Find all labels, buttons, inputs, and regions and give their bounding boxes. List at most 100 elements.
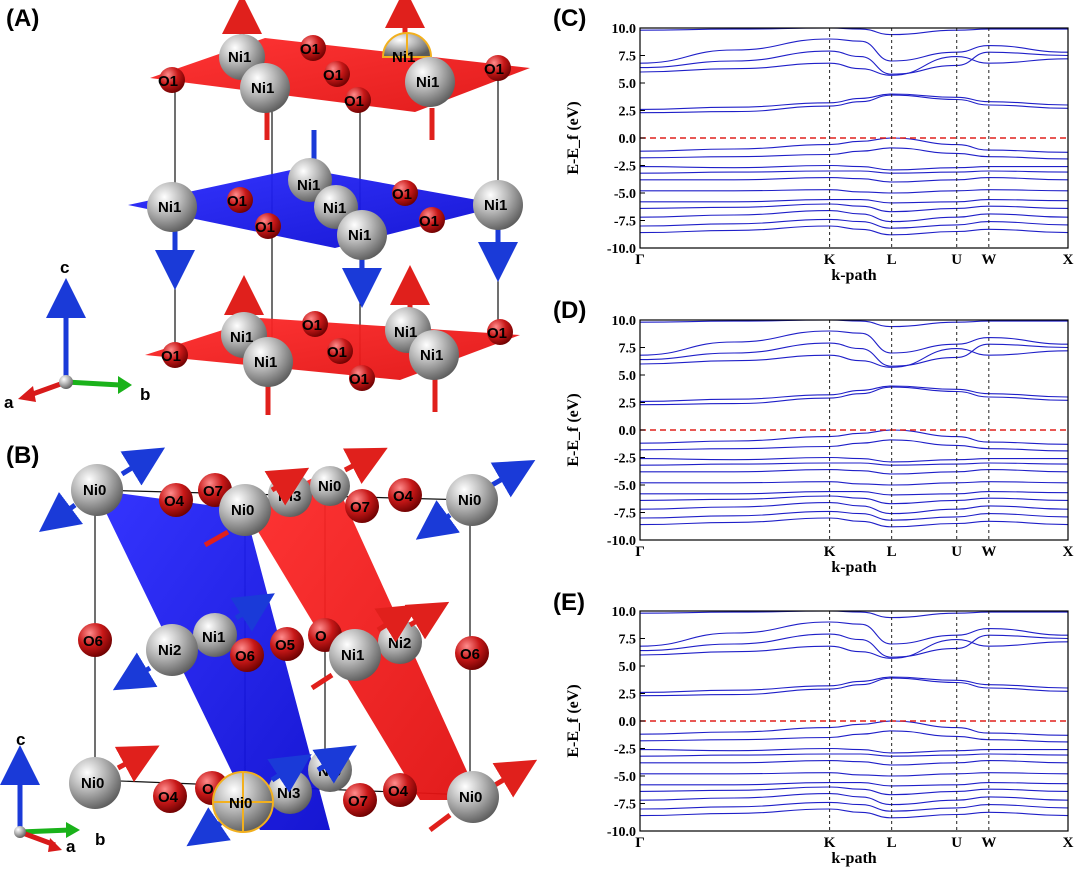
y-axis-label: E-E_f (eV) [565, 101, 582, 174]
bands [640, 320, 1068, 528]
y-axis-label: E-E_f (eV) [565, 393, 582, 466]
atom-label: O1 [484, 61, 504, 78]
kpoint-label: U [951, 252, 962, 268]
band-line [640, 199, 1068, 204]
band-line [640, 481, 1068, 486]
layer-middle: Ni1 O1 Ni1 O1 Ni1 O1 O1 Ni1 Ni1 [147, 130, 523, 308]
y-tick-label: 7.5 [619, 342, 637, 357]
atom-label: Ni1 [420, 347, 443, 364]
atom-label: Ni1 [297, 177, 320, 194]
band-line [640, 633, 1068, 658]
atom-label: Ni1 [202, 629, 225, 646]
band-line [640, 782, 1068, 787]
panel-label-a: (A) [6, 5, 39, 32]
band-line [640, 677, 1068, 697]
band-line [640, 502, 1068, 515]
y-tick-label: 2.5 [619, 105, 637, 120]
layer-top: Ni1 O1 Ni1 O1 O1 Ni1 O1 Ni1 O1 [158, 0, 511, 140]
y-tick-label: 0.0 [619, 715, 637, 730]
atom-label: O4 [164, 493, 185, 510]
atom-label: O7 [203, 483, 223, 500]
atom-label: Ni0 [318, 478, 341, 495]
atom-label: O4 [388, 783, 409, 800]
panel-label: (D) [553, 297, 586, 324]
x-axis-label: k-path [831, 267, 876, 284]
band-structure-panels: (C) Γ K L U W X 10.0 7.5 5.0 2.5 0.0 -2.5 -5.0 -7.5 -10… [553, 5, 1074, 867]
band-line [640, 786, 1068, 796]
atom-label: Ni2 [158, 642, 181, 659]
y-tick-label: -10.0 [607, 825, 636, 840]
band-line [640, 348, 1068, 368]
kpoint-label: W [981, 544, 996, 560]
atom-label: O4 [393, 488, 414, 505]
y-tick-label: 2.5 [619, 397, 637, 412]
band-line [640, 203, 1068, 213]
band-line [640, 611, 1068, 619]
atom-label: Ni0 [83, 482, 106, 499]
axis-b-label: b [140, 385, 150, 404]
band-line [640, 218, 1068, 229]
kpoint-label: W [981, 252, 996, 268]
atom-label: Ni1 [254, 354, 277, 371]
band-line [640, 342, 1068, 367]
atom-label: Ni1 [416, 74, 439, 91]
atom-label: O1 [227, 193, 247, 210]
axis-triad-a: c b a [4, 258, 150, 412]
axis-a-label: a [4, 393, 14, 412]
atom-label: Ni3 [278, 488, 301, 505]
atom-label: Ni1 [323, 200, 346, 217]
atom-label: O1 [487, 325, 507, 342]
band-line [640, 793, 1068, 806]
y-tick-label: 10.0 [612, 605, 637, 620]
band-line [640, 747, 1068, 754]
atom-label: Ni0 [229, 795, 252, 812]
band-line [640, 517, 1068, 528]
x-axis-label: k-path [831, 559, 876, 576]
band-line [640, 808, 1068, 819]
band-line [640, 801, 1068, 812]
y-tick-label: -5.0 [614, 770, 636, 785]
panel-label: (E) [553, 589, 585, 616]
y-tick-label: -5.0 [614, 187, 636, 202]
atom-label: O1 [344, 93, 364, 110]
kpoint-label: K [824, 252, 836, 268]
atom-label: O [202, 781, 214, 798]
axis-c-label: c [16, 730, 25, 749]
band-line [640, 56, 1068, 76]
kpoint-label: X [1063, 252, 1074, 268]
y-tick-label: -10.0 [607, 534, 636, 549]
atom-label: O1 [161, 348, 181, 365]
y-tick-label: -2.5 [614, 743, 636, 758]
atom-label: Ni1 [348, 227, 371, 244]
b-row-bottom: Ni0 O4 O Ni0 Ni3 Ni0 O7 O4 Ni0 [69, 745, 538, 847]
panel-label: (C) [553, 5, 586, 32]
kpoint-label: Γ [635, 252, 645, 268]
band-line [640, 137, 1068, 153]
atom-label: O [315, 628, 327, 645]
band-line [640, 772, 1068, 777]
axis-c-label: c [60, 258, 69, 277]
band-line [640, 94, 1068, 114]
kpoint-label: W [981, 835, 996, 851]
band-line [640, 330, 1068, 356]
atom-label: O1 [255, 219, 275, 236]
plot-frame [639, 27, 1069, 249]
band-line [640, 469, 1068, 475]
atom-label: Ni1 [392, 49, 415, 66]
atom-label: Ni0 [81, 775, 104, 792]
kpoint-label: Γ [635, 835, 645, 851]
y-tick-label: -7.5 [614, 215, 636, 230]
y-tick-label: 5.0 [619, 660, 637, 675]
b-row-top: Ni0 O4 O7 Ni3 Ni0 Ni0 O7 O4 Ni0 [39, 447, 536, 548]
band-line [640, 510, 1068, 521]
axis-triad-b: c b a [0, 730, 105, 856]
atom-label: O6 [83, 633, 103, 650]
atom-label: Ni1 [228, 49, 251, 66]
kpoint-label: L [887, 835, 897, 851]
atom-label: O1 [392, 186, 412, 203]
bands [640, 611, 1068, 819]
atom-label: Ni1 [251, 80, 274, 97]
y-tick-label: -2.5 [614, 452, 636, 467]
